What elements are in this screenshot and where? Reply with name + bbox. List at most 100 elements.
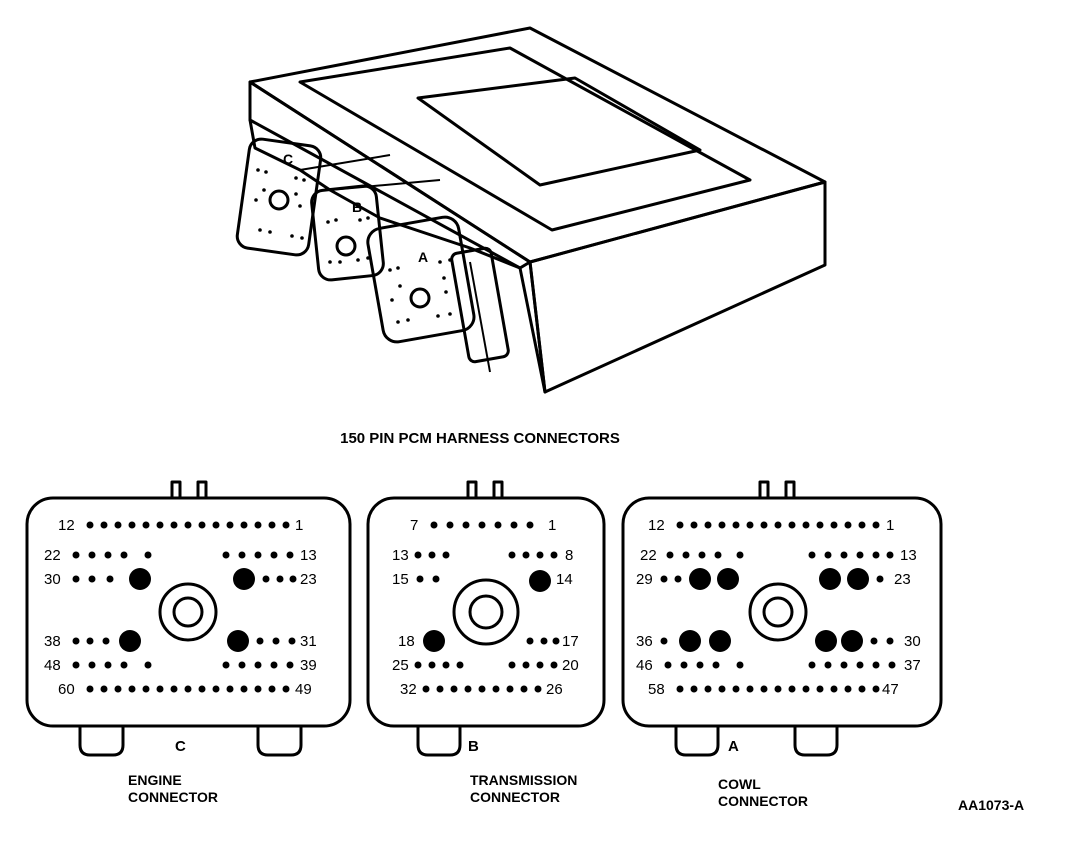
pin-dot <box>288 637 296 645</box>
pin-dot <box>510 521 518 529</box>
pin-dot <box>144 551 152 559</box>
pin-label: 58 <box>648 681 665 698</box>
pin-dot <box>128 521 136 529</box>
connector-name-line2: CONNECTOR <box>470 789 560 805</box>
pin-label: 12 <box>58 517 75 534</box>
pin-dot <box>414 661 422 669</box>
pin-dot <box>414 551 422 559</box>
pin-dot <box>774 521 782 529</box>
pin-dot <box>844 685 852 693</box>
pin-dot <box>876 575 884 583</box>
pin-dot <box>478 685 486 693</box>
pin-dot <box>858 685 866 693</box>
pin-dot <box>238 661 246 669</box>
pin-dot <box>262 575 270 583</box>
pin-dot <box>534 685 542 693</box>
pin-dot <box>830 685 838 693</box>
pin-dot <box>428 551 436 559</box>
pin-label: 60 <box>58 681 75 698</box>
pin-dot <box>506 685 514 693</box>
pin-dot <box>664 661 672 669</box>
pin-dot <box>289 575 297 583</box>
pin-dot <box>268 521 276 529</box>
pin-dot <box>856 551 864 559</box>
pin-dot <box>660 637 668 645</box>
pin-dot <box>456 661 464 669</box>
pin-dot <box>886 637 894 645</box>
pin-label: 8 <box>565 547 573 564</box>
pin-dot <box>816 685 824 693</box>
module-label-a: A <box>418 249 428 265</box>
pin-dot <box>802 521 810 529</box>
connector-name-line2: CONNECTOR <box>128 789 218 805</box>
pin-dot <box>816 521 824 529</box>
pin-dot <box>552 637 560 645</box>
pin-label: 1 <box>295 517 303 534</box>
pin-dot <box>676 685 684 693</box>
pin-dot <box>712 661 720 669</box>
large-pin <box>129 568 151 590</box>
pin-dot <box>156 685 164 693</box>
pin-dot <box>286 551 294 559</box>
pin-label: 49 <box>295 681 312 698</box>
pin-dot <box>198 521 206 529</box>
pin-dot <box>704 521 712 529</box>
pin-dot <box>872 521 880 529</box>
pin-dot <box>840 661 848 669</box>
pin-label: 23 <box>300 571 317 588</box>
pin-dot <box>100 685 108 693</box>
pin-label: 31 <box>300 633 317 650</box>
pin-dot <box>184 521 192 529</box>
connector-letter: A <box>728 738 739 755</box>
pin-dot <box>666 551 674 559</box>
pin-dot <box>674 575 682 583</box>
pin-dot <box>100 521 108 529</box>
pin-dot <box>808 661 816 669</box>
transmission-connector: 7 1 13 8 15 14 18 17 25 20 32 26 B TRANS… <box>366 480 606 805</box>
large-pin <box>717 568 739 590</box>
pin-dot <box>856 661 864 669</box>
pin-dot <box>254 685 262 693</box>
pin-dot <box>212 521 220 529</box>
pin-label: 14 <box>556 571 573 588</box>
pin-label: 18 <box>398 633 415 650</box>
pin-dot <box>170 685 178 693</box>
large-pin <box>841 630 863 652</box>
pin-dot <box>142 685 150 693</box>
pin-dot <box>682 551 690 559</box>
pin-dot <box>254 521 262 529</box>
pin-dot <box>270 661 278 669</box>
pin-label: 22 <box>640 547 657 564</box>
large-pin <box>529 570 551 592</box>
large-pin <box>233 568 255 590</box>
pin-dot <box>824 661 832 669</box>
diagram-title: 150 PIN PCM HARNESS CONNECTORS <box>340 430 620 447</box>
pin-dot <box>760 685 768 693</box>
pin-label: 7 <box>410 517 418 534</box>
pin-dot <box>240 521 248 529</box>
pin-dot <box>442 551 450 559</box>
large-pin <box>815 630 837 652</box>
pin-label: 39 <box>300 657 317 674</box>
pin-dot <box>508 551 516 559</box>
pin-dot <box>416 575 424 583</box>
pin-dot <box>120 551 128 559</box>
pin-label: 13 <box>392 547 409 564</box>
pin-dot <box>72 661 80 669</box>
pin-dot <box>830 521 838 529</box>
pin-dot <box>788 521 796 529</box>
pin-dot <box>746 685 754 693</box>
pin-label: 23 <box>894 571 911 588</box>
pin-dot <box>680 661 688 669</box>
connector-name-line1: ENGINE <box>128 772 182 788</box>
large-pin <box>227 630 249 652</box>
connector-name-line1: TRANSMISSION <box>470 772 577 788</box>
pin-dot <box>690 521 698 529</box>
pin-dot <box>522 661 530 669</box>
pin-label: 38 <box>44 633 61 650</box>
pin-dot <box>128 685 136 693</box>
pin-label: 25 <box>392 657 409 674</box>
pin-dot <box>450 685 458 693</box>
pin-dot <box>222 551 230 559</box>
pin-dot <box>104 661 112 669</box>
